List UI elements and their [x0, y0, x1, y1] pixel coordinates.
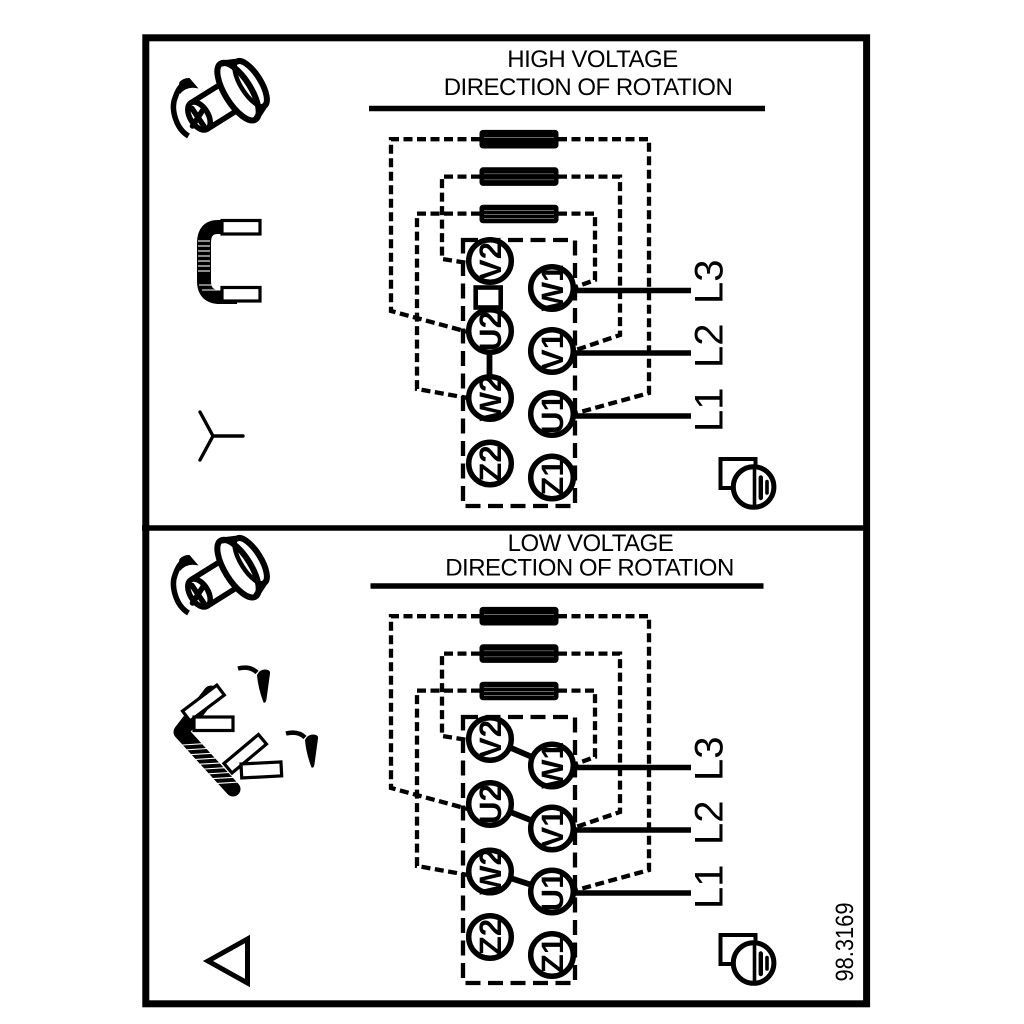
svg-text:V2: V2 [473, 720, 508, 758]
svg-text:W2: W2 [473, 375, 508, 422]
svg-text:HIGH VOLTAGE: HIGH VOLTAGE [507, 46, 677, 73]
svg-text:98.3169: 98.3169 [831, 903, 859, 982]
svg-text:Z1: Z1 [535, 937, 570, 973]
svg-text:L1: L1 [688, 388, 732, 433]
svg-text:U1: U1 [535, 872, 570, 912]
svg-text:DIRECTION OF ROTATION: DIRECTION OF ROTATION [444, 74, 733, 101]
svg-text:LOW VOLTAGE: LOW VOLTAGE [508, 530, 674, 557]
svg-text:L3: L3 [688, 737, 732, 782]
svg-text:V2: V2 [473, 242, 508, 280]
svg-text:Z1: Z1 [535, 459, 570, 495]
svg-text:W1: W1 [535, 265, 570, 312]
svg-text:L2: L2 [688, 801, 732, 846]
svg-text:V1: V1 [535, 810, 570, 848]
svg-text:W2: W2 [473, 848, 508, 895]
svg-text:V1: V1 [535, 332, 570, 370]
svg-text:Z2: Z2 [473, 445, 508, 481]
svg-text:Z2: Z2 [473, 919, 508, 955]
svg-text:L2: L2 [688, 324, 732, 369]
svg-text:U2: U2 [473, 784, 508, 824]
svg-text:L3: L3 [688, 260, 732, 305]
svg-text:U2: U2 [473, 311, 508, 351]
svg-text:DIRECTION OF ROTATION: DIRECTION OF ROTATION [445, 555, 734, 582]
svg-text:W1: W1 [535, 742, 570, 789]
svg-text:U1: U1 [535, 394, 570, 434]
svg-text:L1: L1 [688, 865, 732, 910]
